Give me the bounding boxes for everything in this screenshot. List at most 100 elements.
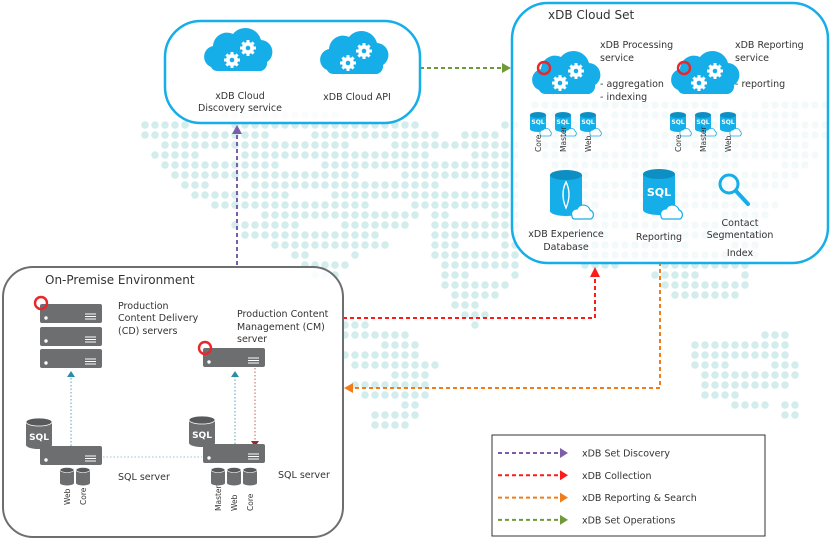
experience-db-label-2: Database bbox=[543, 242, 588, 253]
map-dot bbox=[291, 141, 299, 149]
map-dot bbox=[251, 191, 259, 199]
db-label: Web bbox=[584, 135, 593, 152]
map-dot bbox=[291, 201, 299, 209]
map-dot bbox=[431, 201, 439, 209]
map-dot bbox=[391, 341, 399, 349]
map-dot bbox=[461, 281, 469, 289]
map-dot bbox=[261, 151, 269, 159]
search-icon bbox=[718, 173, 750, 206]
map-dot bbox=[501, 181, 509, 189]
map-dot bbox=[401, 401, 409, 409]
index-label-1: Contact bbox=[722, 218, 759, 229]
map-dot bbox=[421, 391, 429, 399]
map-dot bbox=[381, 361, 389, 369]
map-dot bbox=[701, 351, 709, 359]
map-dot bbox=[371, 161, 379, 169]
map-dot bbox=[241, 191, 249, 199]
map-dot bbox=[171, 131, 179, 139]
map-dot bbox=[741, 401, 749, 409]
map-dot bbox=[291, 251, 299, 259]
db-icon bbox=[75, 467, 91, 486]
cd-label-2: Content Delivery bbox=[118, 313, 199, 324]
map-dot bbox=[191, 191, 199, 199]
map-dot bbox=[141, 131, 149, 139]
map-dot bbox=[721, 381, 729, 389]
map-dot bbox=[471, 321, 479, 329]
reporting-db-icon: SQL bbox=[643, 169, 683, 220]
map-dot bbox=[271, 221, 279, 229]
map-dot bbox=[391, 391, 399, 399]
map-dot bbox=[161, 161, 169, 169]
map-dot bbox=[271, 241, 279, 249]
map-dot bbox=[301, 241, 309, 249]
map-dot bbox=[391, 151, 399, 159]
map-dot bbox=[491, 141, 499, 149]
map-dot bbox=[481, 141, 489, 149]
map-dot bbox=[351, 331, 359, 339]
on-premise-box: On-Premise Environment Production Conten… bbox=[2, 266, 344, 538]
map-dot bbox=[481, 131, 489, 139]
map-dot bbox=[351, 241, 359, 249]
api-label: xDB Cloud API bbox=[323, 92, 391, 103]
map-dot bbox=[251, 181, 259, 189]
map-dot bbox=[771, 381, 779, 389]
discovery-label-1: xDB Cloud bbox=[215, 91, 265, 102]
map-dot bbox=[441, 231, 449, 239]
map-dot bbox=[421, 161, 429, 169]
map-dot bbox=[761, 401, 769, 409]
map-dot bbox=[681, 291, 689, 299]
map-dot bbox=[701, 341, 709, 349]
map-dot bbox=[371, 361, 379, 369]
map-dot bbox=[421, 181, 429, 189]
map-dot bbox=[461, 161, 469, 169]
sql-label: SQL bbox=[647, 186, 671, 199]
map-dot bbox=[401, 161, 409, 169]
discovery-arrow bbox=[232, 125, 242, 265]
map-dot bbox=[441, 141, 449, 149]
map-dot bbox=[371, 151, 379, 159]
map-dot bbox=[311, 241, 319, 249]
map-dot bbox=[431, 161, 439, 169]
map-dot bbox=[341, 171, 349, 179]
map-dot bbox=[431, 191, 439, 199]
map-dot bbox=[241, 201, 249, 209]
map-dot bbox=[411, 391, 419, 399]
map-dot bbox=[461, 291, 469, 299]
map-dot bbox=[481, 251, 489, 259]
db-icon bbox=[226, 467, 242, 486]
map-dot bbox=[351, 321, 359, 329]
map-dot bbox=[281, 201, 289, 209]
map-dot bbox=[241, 171, 249, 179]
map-dot bbox=[371, 181, 379, 189]
map-dot bbox=[421, 171, 429, 179]
map-dot bbox=[331, 141, 339, 149]
map-dot bbox=[481, 171, 489, 179]
map-dot bbox=[401, 381, 409, 389]
map-dot bbox=[221, 131, 229, 139]
map-dot bbox=[371, 231, 379, 239]
legend-arrowhead bbox=[560, 448, 568, 458]
map-dot bbox=[441, 241, 449, 249]
map-dot bbox=[381, 161, 389, 169]
map-dot bbox=[251, 201, 259, 209]
cloud-set-box: xDB Cloud Set xDB Processing service - a… bbox=[510, 1, 830, 265]
map-dot bbox=[371, 241, 379, 249]
map-dot bbox=[491, 291, 499, 299]
map-dot bbox=[351, 351, 359, 359]
map-dot bbox=[221, 141, 229, 149]
db-label: Master bbox=[214, 484, 223, 511]
map-dot bbox=[401, 391, 409, 399]
map-dot bbox=[441, 201, 449, 209]
map-dot bbox=[461, 191, 469, 199]
map-dot bbox=[211, 191, 219, 199]
map-dot bbox=[471, 231, 479, 239]
map-dot bbox=[431, 241, 439, 249]
map-dot bbox=[491, 231, 499, 239]
map-dot bbox=[771, 341, 779, 349]
map-dot bbox=[381, 181, 389, 189]
map-dot bbox=[481, 281, 489, 289]
map-dot bbox=[401, 191, 409, 199]
map-dot bbox=[291, 151, 299, 159]
db-label: Core bbox=[534, 134, 543, 152]
db-label: Master bbox=[699, 125, 708, 152]
